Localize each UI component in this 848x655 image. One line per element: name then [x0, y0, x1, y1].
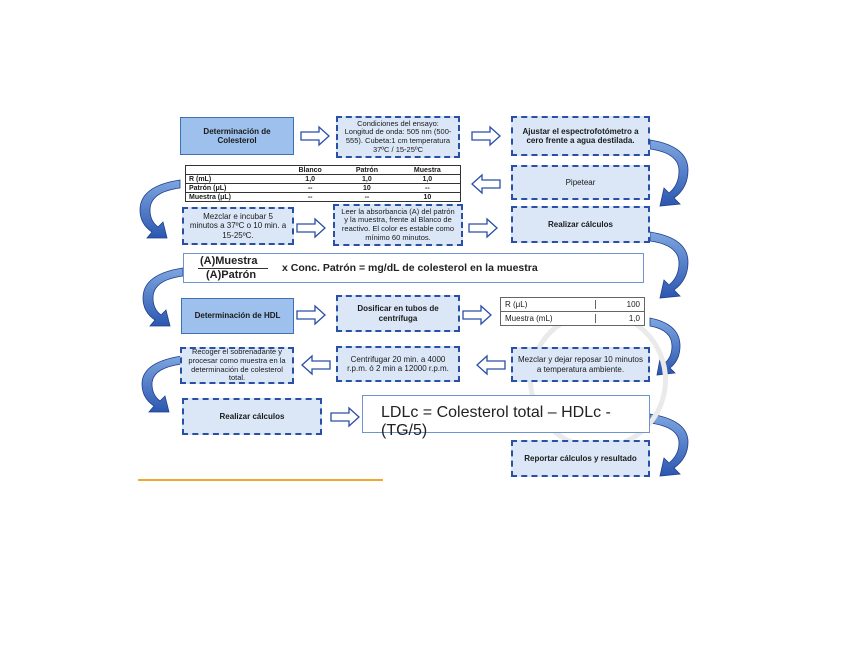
table-header: Muestra: [394, 165, 461, 175]
arrow-right: [471, 125, 501, 147]
arrow-left: [301, 354, 331, 376]
arrow-right: [296, 217, 326, 239]
hdl-table: R (μL)100 Muestra (mL)1,0: [500, 297, 645, 326]
fraction-line: [198, 268, 268, 269]
arrow-left: [471, 173, 501, 195]
node-realizar-calculos-2: Realizar cálculos: [182, 398, 322, 435]
node-determinacion-hdl: Determinación de HDL: [181, 298, 294, 334]
node-ajustar: Ajustar el espectrofotómetro a cero fren…: [511, 116, 650, 156]
arrow-right: [330, 406, 360, 428]
curved-arrow: [141, 355, 183, 413]
curved-arrow: [649, 413, 689, 477]
node-centrifugar: Centrifugar 20 min. a 4000 r.p.m. ó 2 mi…: [336, 346, 460, 382]
arrow-right: [468, 217, 498, 239]
node-mezclar-incubar: Mezclar e incubar 5 minutos a 37ºC o 10 …: [182, 207, 294, 245]
curved-arrow: [142, 267, 184, 327]
curved-arrow: [649, 139, 689, 207]
table-row: R (μL)100: [501, 298, 644, 312]
table-row: Muestra (μL)----10: [185, 192, 461, 202]
table-header: Patrón: [339, 165, 395, 175]
node-mezclar-reposar: Mezclar y dejar reposar 10 minutos a tem…: [511, 347, 650, 382]
node-pipetear: Pipetear: [511, 165, 650, 200]
formula-numerator: (A)Muestra: [200, 255, 258, 267]
table-row: Patrón (μL)--10--: [185, 183, 461, 193]
table-header: Blanco: [281, 165, 340, 175]
formula-colesterol: (A)Muestra (A)Patrón x Conc. Patrón = mg…: [183, 253, 644, 283]
node-determinacion-colesterol: Determinación de Colesterol: [180, 117, 294, 155]
node-condiciones: Condiciones del ensayo: Longitud de onda…: [336, 116, 460, 158]
curved-arrow: [649, 231, 689, 299]
arrow-right: [300, 125, 330, 147]
table-row: Muestra (mL)1,0: [501, 312, 644, 325]
node-reportar: Reportar cálculos y resultado: [511, 440, 650, 477]
node-recoger-sobrenadante: Recoger el sobrenadante y procesar como …: [180, 347, 294, 384]
node-realizar-calculos-1: Realizar cálculos: [511, 206, 650, 243]
table-header: [185, 165, 282, 175]
arrow-right: [462, 304, 492, 326]
formula-denominator: (A)Patrón: [206, 269, 257, 281]
formula-ldlc: LDLc = Colesterol total – HDLc - (TG/5): [362, 395, 650, 439]
node-dosificar: Dosificar en tubos de centrífuga: [336, 295, 460, 332]
arrow-left: [476, 354, 506, 376]
formula-ldlc-text: LDLc = Colesterol total – HDLc - (TG/5): [381, 404, 611, 439]
formula-rest: x Conc. Patrón = mg/dL de colesterol en …: [282, 262, 538, 274]
orange-rule: [138, 479, 383, 481]
curved-arrow: [139, 179, 181, 239]
arrow-right: [296, 304, 326, 326]
node-leer-absorbancia: Leer la absorbancia (A) del patrón y la …: [333, 204, 463, 246]
